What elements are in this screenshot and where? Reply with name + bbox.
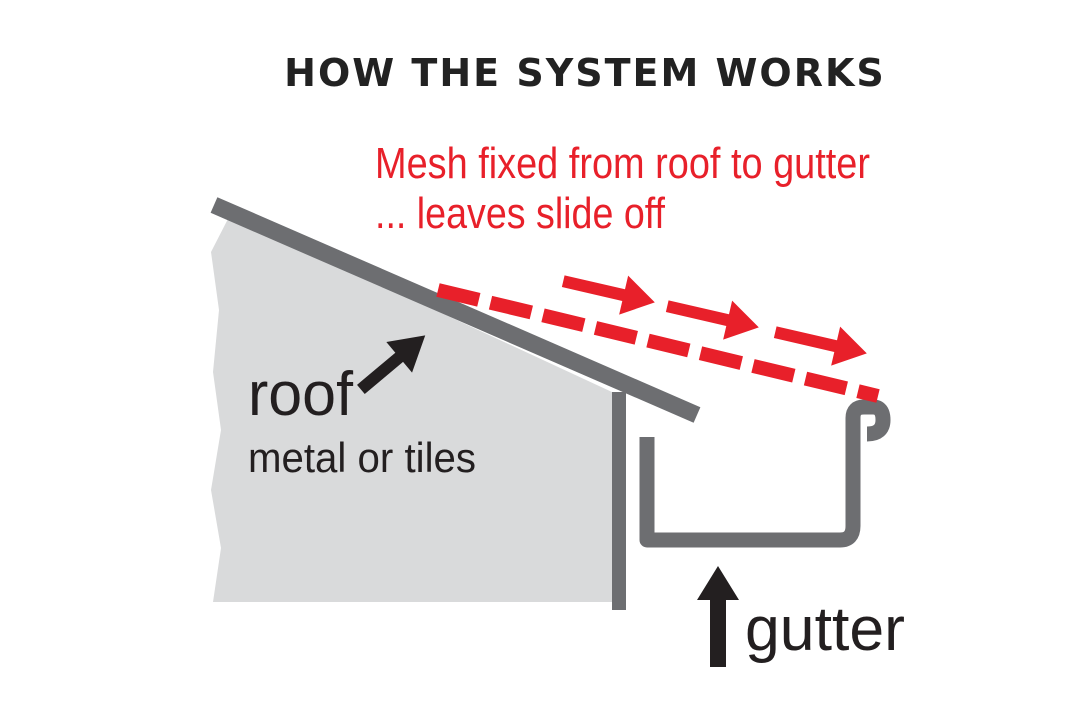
mesh-caption-line2: ... leaves slide off	[375, 189, 666, 238]
leaf-arrow-2	[665, 300, 759, 340]
roof-sublabel: metal or tiles	[248, 434, 476, 481]
gutter-pointer-arrow-icon	[697, 566, 739, 667]
gutter-profile	[639, 399, 891, 548]
mesh-caption-line1: Mesh fixed from roof to gutter	[375, 139, 870, 188]
roof-wall	[211, 215, 612, 602]
leaf-arrow-1	[561, 275, 655, 315]
roof-slope	[210, 197, 701, 423]
page-title: HOW THE SYSTEM WORKS	[284, 51, 886, 95]
roof-label: roof	[248, 360, 354, 429]
gutter-label: gutter	[745, 595, 905, 664]
leaf-arrow-3	[773, 326, 867, 366]
mesh-line	[436, 283, 880, 403]
roof-pointer-arrow-icon	[357, 335, 426, 395]
